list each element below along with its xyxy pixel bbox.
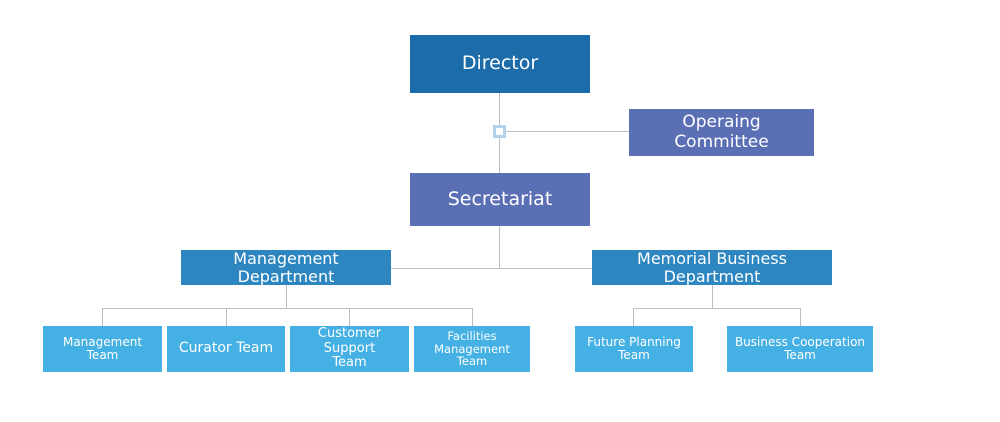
connector-right-team-bus [633, 308, 801, 309]
node-future-planning-team[interactable]: Future Planning Team [575, 326, 693, 372]
node-director-label: Director [461, 52, 539, 75]
node-business-cooperation-team-label: Business Cooperation Team [734, 334, 866, 362]
connector-drop-future-planning-team [633, 308, 634, 326]
connector-left-team-bus [102, 308, 472, 309]
connector-department-bus [286, 268, 713, 269]
node-customer-support-team[interactable]: Customer Support Team [290, 326, 409, 372]
node-facilities-management-team[interactable]: Facilities Management Team [414, 326, 530, 372]
connector-director-to-junction [499, 93, 500, 131]
node-business-cooperation-team[interactable]: Business Cooperation Team [727, 326, 873, 372]
node-management-team-label: Management Team [62, 334, 143, 362]
node-memorial-business-department[interactable]: Memorial Business Department [592, 248, 832, 286]
node-secretariat[interactable]: Secretariat [410, 173, 590, 226]
node-director[interactable]: Director [410, 35, 590, 93]
node-operating-committee[interactable]: Operaing Committee [629, 109, 814, 156]
node-curator-team-label: Curator Team [178, 340, 274, 357]
connector-secretariat-down [499, 226, 500, 268]
node-curator-team[interactable]: Curator Team [167, 326, 285, 372]
node-secretariat-label: Secretariat [447, 187, 553, 210]
node-memorial-business-department-label: Memorial Business Department [637, 248, 787, 286]
connector-drop-curator-team [226, 308, 227, 326]
connector-junction-marker[interactable] [493, 125, 506, 138]
connector-drop-management-team [102, 308, 103, 326]
connector-drop-business-cooperation-team [800, 308, 801, 326]
node-future-planning-team-label: Future Planning Team [587, 334, 681, 362]
node-management-department[interactable]: Management Department [181, 248, 391, 286]
connector-junction-to-operating-committee [505, 131, 629, 132]
connector-management-department-down [286, 285, 287, 308]
connector-drop-facilities-management-team [472, 308, 473, 326]
node-customer-support-team-label: Customer Support Team [317, 326, 382, 371]
node-facilities-management-team-label: Facilities Management Team [434, 328, 510, 369]
node-management-department-label: Management Department [233, 248, 339, 286]
connector-drop-customer-support-team [349, 308, 350, 326]
connector-memorial-department-down [712, 285, 713, 308]
node-management-team[interactable]: Management Team [43, 326, 162, 372]
connector-junction-to-secretariat [499, 137, 500, 173]
node-operating-committee-label: Operaing Committee [674, 112, 769, 152]
